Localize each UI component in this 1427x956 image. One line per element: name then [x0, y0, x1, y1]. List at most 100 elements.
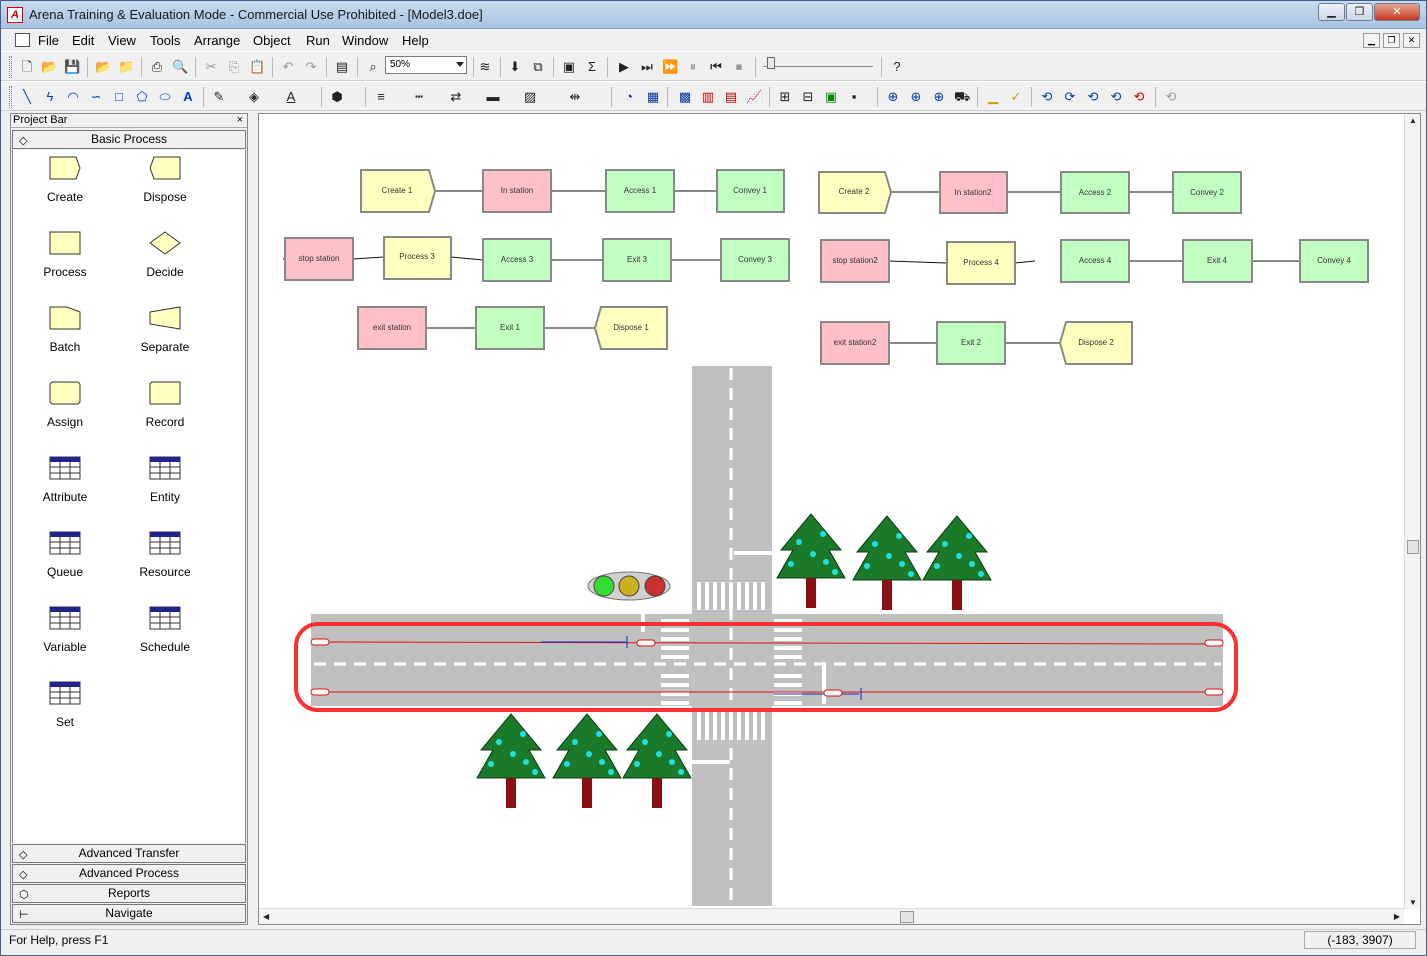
module-record[interactable]: Record [115, 375, 215, 445]
plot-icon[interactable]: 📈 [746, 89, 763, 104]
arrange-icon[interactable]: ⇹ [569, 89, 581, 104]
pause-icon[interactable]: ⏸ [689, 59, 697, 74]
toolbar-grip[interactable] [9, 56, 12, 78]
run-speed-slider[interactable] [763, 59, 873, 67]
disabled-tool-icon[interactable]: ⟲ [1165, 89, 1177, 104]
bezier-tool-icon[interactable]: ∽ [90, 89, 102, 104]
block-convey-1[interactable]: Convey 1 [716, 169, 785, 213]
block-create-1[interactable]: Create 1 [360, 169, 437, 213]
module-set[interactable]: Set [15, 675, 115, 745]
level-icon[interactable]: ▥ [701, 89, 715, 104]
fa-icon[interactable]: ⟲ [1133, 89, 1145, 104]
arrow-style-icon[interactable]: ⇄ [450, 89, 462, 104]
block-access-2[interactable]: Access 2 [1060, 171, 1130, 214]
ellipse-tool-icon[interactable]: ⬭ [159, 89, 171, 104]
date-icon[interactable]: ▦ [646, 89, 660, 104]
layers-toolbar-icon[interactable]: ≋ [479, 59, 491, 74]
mdi-close-button[interactable]: ✕ [1403, 33, 1420, 48]
connect-icon[interactable]: ⧉ [533, 59, 543, 74]
parking-area-icon[interactable]: ⟲ [1087, 89, 1099, 104]
model-window[interactable]: Create 1 In station Access 1 Convey 1 Cr… [258, 113, 1421, 925]
block-convey-2[interactable]: Convey 2 [1172, 171, 1242, 214]
fill-color-icon[interactable]: ◈ [249, 89, 259, 104]
polyline-tool-icon[interactable]: ϟ [46, 89, 54, 104]
module-assign[interactable]: Assign [15, 375, 115, 445]
module-attribute[interactable]: Attribute [15, 450, 115, 520]
menu-edit[interactable]: Edit [72, 33, 95, 48]
panel-navigate[interactable]: ⊢ Navigate [12, 904, 246, 923]
scroll-up-icon[interactable]: ▲ [1409, 116, 1417, 125]
module-entity[interactable]: Entity [115, 450, 215, 520]
block-exit-4[interactable]: Exit 4 [1182, 239, 1253, 283]
block-stop-station2[interactable]: stop station2 [820, 239, 890, 283]
menu-window[interactable]: Window [342, 33, 389, 48]
close-button[interactable]: ✕ [1374, 3, 1420, 21]
panel-reports[interactable]: ⬡ Reports [12, 884, 246, 903]
copy-icon[interactable]: ⎘ [228, 59, 240, 74]
block-dispose-1[interactable]: Dispose 1 [593, 306, 668, 350]
animate-connectors-icon[interactable]: ▣ [562, 59, 576, 74]
vertical-scrollbar[interactable]: ▲ ▼ [1404, 114, 1420, 909]
block-exit-station2[interactable]: exit station2 [820, 321, 890, 365]
expression-builder-icon[interactable]: Σ [587, 59, 597, 74]
block-access-1[interactable]: Access 1 [605, 169, 675, 213]
histogram-icon[interactable]: ▤ [724, 89, 738, 104]
maximize-button[interactable]: ❐ [1346, 3, 1373, 21]
block-access-4[interactable]: Access 4 [1060, 239, 1130, 283]
scroll-right-icon[interactable]: ▶ [1393, 912, 1400, 921]
block-in-station[interactable]: In station [482, 169, 552, 213]
route-icon[interactable]: ⊕ [933, 89, 945, 104]
panel-advanced-process[interactable]: ◇ Advanced Process [12, 864, 246, 883]
print-icon[interactable]: ⎙ [151, 59, 163, 74]
attach-icon[interactable]: 📂 [95, 59, 112, 74]
module-separate[interactable]: Separate [115, 300, 215, 370]
zoom-icon[interactable]: ⌕ [369, 59, 377, 74]
submodel-down-icon[interactable]: ⬇ [509, 59, 521, 74]
horizontal-scroll-thumb[interactable] [900, 911, 914, 923]
network-link-icon[interactable]: ⟲ [1110, 89, 1122, 104]
module-decide[interactable]: Decide [115, 225, 215, 295]
run-speed-slider-thumb[interactable] [767, 57, 775, 69]
panel-advanced-transfer[interactable]: ◇ Advanced Transfer [12, 844, 246, 863]
transporter-icon[interactable]: ⛟ [954, 89, 971, 104]
print-preview-icon[interactable]: 🔍 [172, 59, 189, 74]
station-icon[interactable]: ⊕ [887, 89, 899, 104]
segment-icon[interactable]: ▁ [988, 89, 998, 104]
module-dispose[interactable]: Dispose [115, 150, 215, 220]
start-over-icon[interactable]: ⏮ [710, 59, 722, 74]
module-variable[interactable]: Variable [15, 600, 115, 670]
open-folder-icon[interactable]: 📂 [41, 59, 58, 74]
variable-icon[interactable]: ▩ [678, 89, 692, 104]
resource-icon[interactable]: ▣ [824, 89, 838, 104]
block-stop-station[interactable]: stop station [284, 237, 354, 281]
module-queue[interactable]: Queue [15, 525, 115, 595]
save-icon[interactable]: 💾 [64, 59, 81, 74]
module-batch[interactable]: Batch [15, 300, 115, 370]
mdi-minimize-button[interactable]: ▁ [1363, 33, 1380, 48]
block-convey-3[interactable]: Convey 3 [720, 238, 790, 282]
block-in-station2[interactable]: In station2 [939, 171, 1008, 214]
line-tool-icon[interactable]: ╲ [23, 89, 31, 104]
menu-tools[interactable]: Tools [150, 33, 181, 48]
storage-icon[interactable]: ⊟ [802, 89, 814, 104]
module-resource[interactable]: Resource [115, 525, 215, 595]
line-width-icon[interactable]: ≡ [377, 89, 385, 104]
intersection-icon[interactable]: ⊕ [910, 89, 922, 104]
block-convey-4[interactable]: Convey 4 [1299, 239, 1369, 283]
redo-icon[interactable]: ↷ [305, 59, 317, 74]
scroll-down-icon[interactable]: ▼ [1409, 898, 1417, 907]
menu-run[interactable]: Run [306, 33, 330, 48]
block-dispose-2[interactable]: Dispose 2 [1058, 321, 1133, 365]
queue-icon[interactable]: ⊞ [779, 89, 791, 104]
line-color-icon[interactable]: ✎ [213, 89, 225, 104]
promote-path-icon[interactable]: ⟳ [1064, 89, 1076, 104]
step-icon[interactable]: ⏭ [641, 59, 653, 74]
network-icon[interactable]: ⟲ [1041, 89, 1053, 104]
global-icon[interactable]: ▪ [851, 89, 857, 104]
arc-tool-icon[interactable]: ◠ [67, 89, 79, 104]
distance-icon[interactable]: ✓ [1010, 89, 1022, 104]
menu-object[interactable]: Object [253, 33, 291, 48]
block-exit-2[interactable]: Exit 2 [936, 321, 1006, 365]
clock-icon[interactable]: ◔ [625, 89, 633, 104]
menu-arrange[interactable]: Arrange [194, 33, 241, 48]
